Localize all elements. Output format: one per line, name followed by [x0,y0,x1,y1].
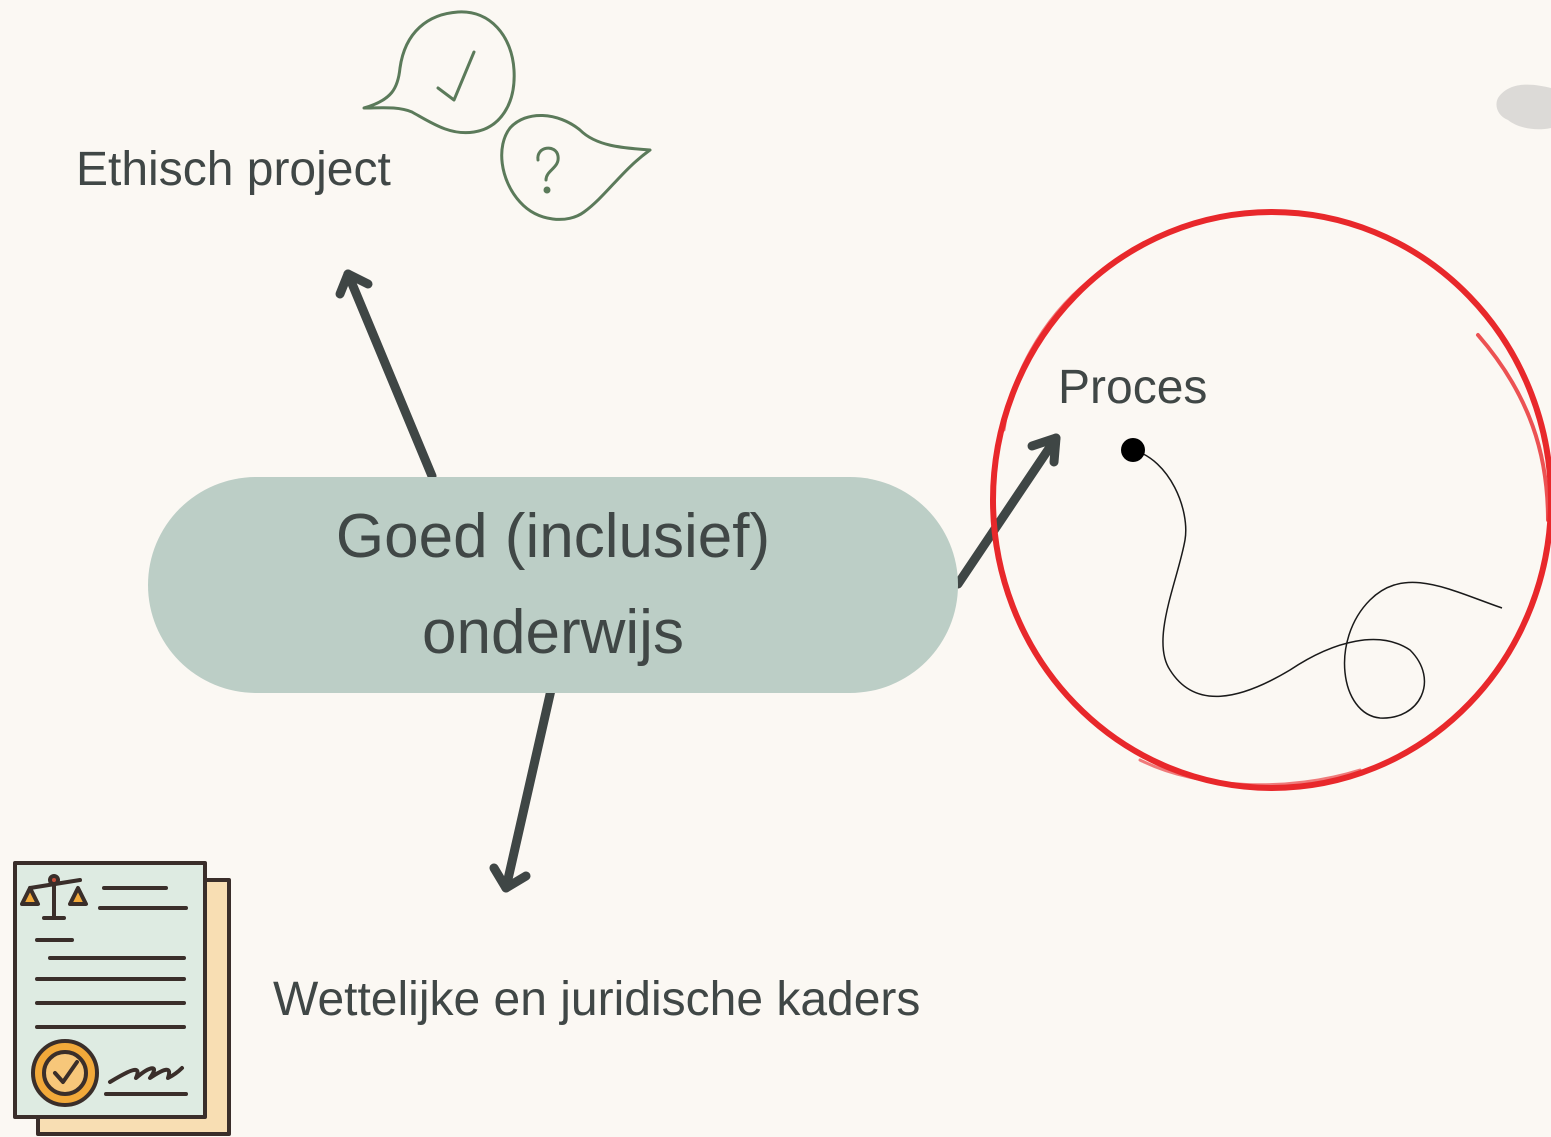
arrow-to-legal-head [489,863,531,893]
center-node: Goed (inclusief) onderwijs [148,477,958,693]
arrows [335,269,1061,893]
process-circle [990,209,1551,791]
center-line-2: onderwijs [422,598,684,667]
arrow-to-ethics-head [335,269,373,299]
center-line-1: Goed (inclusief) [335,502,771,571]
arrow-to-ethics [343,269,437,481]
process-label: Proces [1058,361,1208,414]
legal-document-icon [13,861,231,1136]
winding-path-icon [1121,438,1503,719]
arrow-to-process [953,433,1061,589]
arrow-to-legal [501,685,556,893]
arrow-to-process-head [1027,433,1061,467]
speech-bubbles-check-question-icon [362,10,652,221]
smudge-decoration [1496,84,1551,130]
ethics-label: Ethisch project [76,143,391,196]
legal-label: Wettelijke en juridische kaders [273,973,921,1026]
